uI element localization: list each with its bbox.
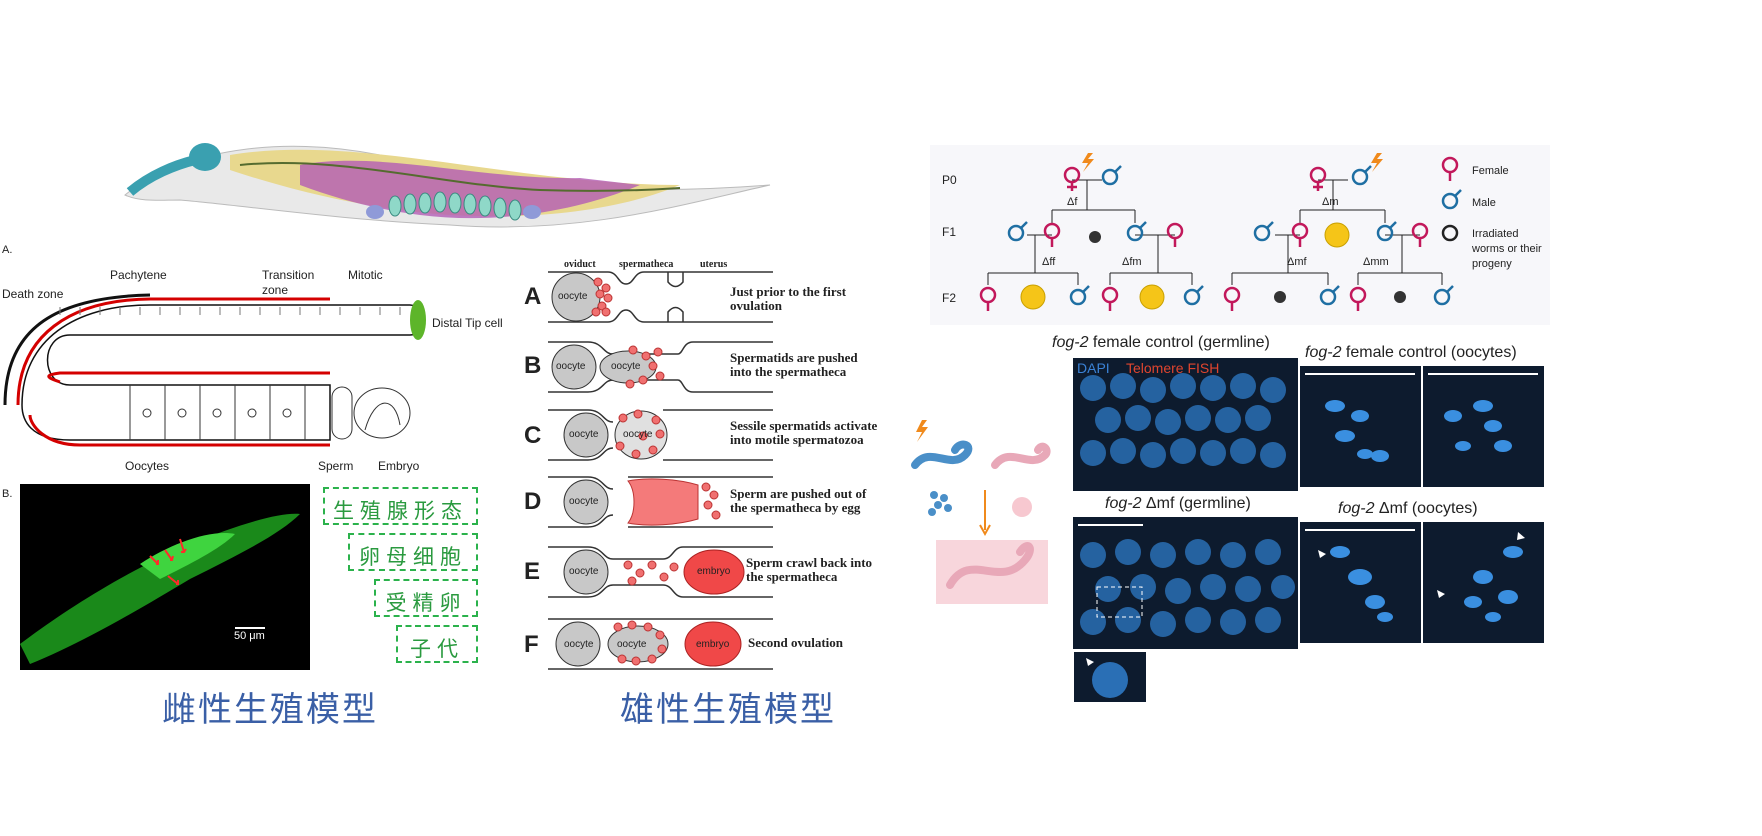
legend-irradiated: Irradiated worms or their progeny	[1472, 228, 1542, 270]
title-germline-dmf: fog-2 Δmf (germline)	[1105, 495, 1251, 513]
gene-name: fog-2	[1305, 344, 1342, 361]
header-oviduct: oviduct	[564, 259, 596, 270]
pedigree-panel: P0 F1 F2	[930, 145, 1550, 325]
row-diagram	[548, 546, 773, 598]
row-diagram	[548, 271, 773, 323]
generation-label-f1: F1	[942, 225, 957, 239]
micrograph-inset	[1074, 652, 1146, 702]
cell-label-oocyte-partial: oocyte	[617, 639, 647, 650]
green-box-progeny: 子代	[396, 625, 478, 663]
female-model-caption: 雌性生殖模型	[162, 690, 378, 730]
green-box-oocytes: 卵母细胞	[348, 533, 478, 571]
male-model-caption: 雄性生殖模型	[620, 690, 836, 730]
row-caption: Sperm crawl back into the spermatheca	[746, 555, 873, 584]
legend-female: Female	[1472, 165, 1509, 177]
pedigree-label-dm: Δm	[1322, 196, 1339, 208]
row-caption: Spermatids are pushed into the spermathe…	[730, 350, 858, 379]
row-diagram	[548, 341, 773, 393]
green-box-gonad-morphology: 生殖腺形态	[323, 487, 478, 525]
pedigree-label-dmm: Δmm	[1363, 256, 1389, 268]
worm-illustration	[124, 143, 771, 228]
title-oocytes-control: fog-2 female control (oocytes)	[1305, 344, 1517, 362]
title-rest: Δmf (germline)	[1145, 495, 1251, 512]
label-death-zone: Death zone	[2, 287, 64, 301]
row-letter: C	[524, 422, 542, 449]
cell-label-oocyte: oocyte	[556, 361, 586, 372]
green-box-zygote: 受精卵	[374, 579, 478, 617]
gonad-diagram	[3, 293, 426, 447]
header-spermatheca: spermatheca	[619, 259, 674, 270]
label-transition-zone: Transition zone	[262, 268, 315, 297]
pedigree-label-dfm: Δfm	[1122, 256, 1142, 268]
pedigree-label-df: Δf	[1067, 196, 1078, 208]
label-oocytes: Oocytes	[125, 459, 170, 473]
scale-bar-label: 50 μm	[234, 630, 265, 642]
row-letter: B	[524, 352, 542, 379]
title-germline-control: fog-2 female control (germline)	[1052, 334, 1270, 352]
worm-cross-cartoon	[910, 410, 1055, 610]
label-distal-tip-cell: Distal Tip cell	[432, 316, 503, 330]
panel-b-letter: B.	[2, 488, 13, 500]
cell-label-oocyte: oocyte	[569, 566, 599, 577]
pedigree-label-dff: Δff	[1042, 256, 1056, 268]
micrograph-oocyte-dmf-1	[1300, 522, 1421, 643]
row-letter: E	[524, 558, 541, 585]
row-letter: F	[524, 631, 539, 658]
stain-label-dapi: DAPI	[1077, 360, 1110, 376]
label-embryo: Embryo	[378, 459, 420, 473]
title-rest: Δmf (oocytes)	[1378, 500, 1478, 517]
fluorescence-image: 50 μm	[20, 484, 310, 670]
row-caption: Sperm are pushed out of the spermatheca …	[730, 486, 867, 515]
row-caption: Second ovulation	[748, 635, 843, 650]
cell-label-oocyte: oocyte	[558, 291, 588, 302]
cell-label-oocyte: oocyte	[564, 639, 594, 650]
pedigree-label-dmf: Δmf	[1287, 256, 1307, 268]
legend-male: Male	[1472, 197, 1496, 209]
title-rest: female control (oocytes)	[1345, 344, 1517, 361]
generation-label-f2: F2	[942, 291, 957, 305]
micrograph-germline-control: DAPI Telomere FISH	[1073, 358, 1298, 491]
row-diagram	[548, 618, 773, 670]
row-letter: D	[524, 488, 542, 515]
gene-name: fog-2	[1105, 495, 1142, 512]
row-caption: Sessile spermatids activate into motile …	[730, 418, 878, 447]
label-mitotic: Mitotic	[348, 268, 383, 282]
gene-name: fog-2	[1338, 500, 1375, 517]
cell-label-oocyte: oocyte	[623, 429, 653, 440]
cell-label-oocyte: oocyte	[611, 361, 641, 372]
cell-label-embryo: embryo	[696, 639, 730, 650]
stain-label-telomere: Telomere FISH	[1126, 360, 1220, 376]
row-letter: A	[524, 283, 542, 310]
panel-a-letter: A.	[2, 244, 13, 256]
micrograph-oocyte-control-1	[1300, 366, 1421, 487]
cell-label-embryo: embryo	[697, 566, 731, 577]
generation-label-p0: P0	[942, 173, 957, 187]
header-uterus: uterus	[700, 259, 728, 270]
label-sperm: Sperm	[318, 459, 354, 473]
title-oocytes-dmf: fog-2 Δmf (oocytes)	[1338, 500, 1478, 518]
cell-label-oocyte: oocyte	[569, 429, 599, 440]
gene-name: fog-2	[1052, 334, 1089, 351]
cell-label-oocyte: oocyte	[569, 496, 599, 507]
label-pachytene: Pachytene	[110, 268, 167, 282]
row-diagram	[548, 476, 773, 528]
title-rest: female control (germline)	[1092, 334, 1270, 351]
micrograph-oocyte-dmf-2	[1423, 522, 1544, 643]
row-diagram	[548, 409, 773, 461]
micrograph-oocyte-control-2	[1423, 366, 1544, 487]
micrograph-germline-dmf	[1073, 517, 1298, 649]
pedigree-lines	[979, 153, 1462, 311]
row-caption: Just prior to the first ovulation	[730, 284, 847, 313]
